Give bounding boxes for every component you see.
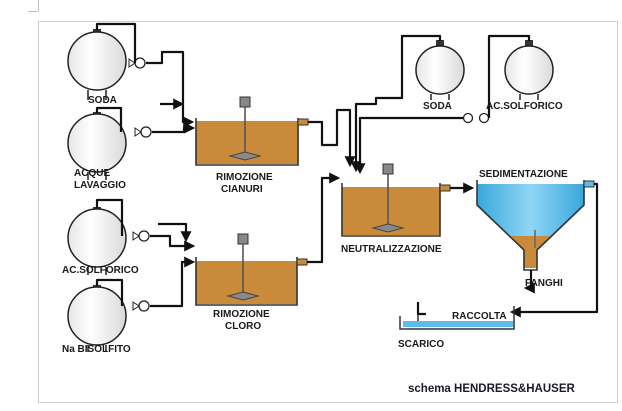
tank-rimozione-cianuri (195, 96, 309, 166)
drum-acsolforico-left (67, 207, 127, 275)
label-scarico: SCARICO (398, 339, 444, 350)
tank-neutralizzazione (341, 163, 451, 237)
label-rimozione-cloro-1: RIMOZIONE (213, 309, 270, 320)
pipe-acsolforico (95, 198, 193, 246)
pipe-acsolforico-right (360, 34, 531, 172)
sedimentation-tank (476, 180, 595, 271)
label-neutralizzazione: NEUTRALIZZAZIONE (341, 244, 442, 255)
drum-soda-left (67, 29, 127, 100)
pipe-sediment-out (509, 182, 599, 318)
pipe-feed-cloro (158, 222, 192, 243)
label-acsolforico-right: AC.SOLFORICO (486, 101, 563, 112)
pump-icon (132, 300, 150, 312)
pump-icon (134, 126, 152, 138)
corner-tick-vertical (38, 0, 39, 11)
drum-nabisolfito (67, 285, 127, 352)
tank-rimozione-cloro (195, 233, 308, 306)
caption-schema: schema HENDRESS&HAUSER (408, 383, 575, 395)
pipe-nabisolfito (95, 262, 193, 308)
pipe-soda-right (350, 34, 442, 173)
drum-acsolforico-right (504, 40, 554, 100)
label-rimozione-cloro-2: CLORO (225, 321, 261, 332)
label-soda-right: SODA (423, 101, 452, 112)
label-fanghi: FANGHI (525, 278, 563, 289)
label-nabisolfito: Na BISOLFITO (62, 344, 131, 355)
label-soda-left: SODA (88, 95, 117, 106)
drum-acque-lavaggio (67, 112, 127, 180)
label-rimozione-cianuri-2: CIANURI (221, 184, 263, 195)
label-sedimentazione: SEDIMENTAZIONE (479, 169, 568, 180)
pump-icon (478, 112, 490, 124)
drum-soda-right (415, 40, 465, 100)
pump-icon (128, 57, 146, 69)
label-rimozione-cianuri-1: RIMOZIONE (216, 172, 273, 183)
pump-icon (462, 112, 474, 124)
pipe-scarico (416, 302, 426, 316)
pipe-fanghi-out (523, 270, 535, 294)
pipe-acque (95, 106, 193, 132)
label-acque: ACQUE (74, 168, 110, 179)
label-lavaggio: LAVAGGIO (74, 180, 126, 191)
pipe-cianuri-to-neutral (308, 108, 356, 168)
pipe-cloro-to-neutral (307, 172, 341, 264)
label-acsolforico-left: AC.SOLFORICO (62, 265, 139, 276)
label-raccolta: RACCOLTA (452, 311, 507, 322)
corner-tick-horizontal (28, 11, 38, 12)
pump-icon (132, 230, 150, 242)
